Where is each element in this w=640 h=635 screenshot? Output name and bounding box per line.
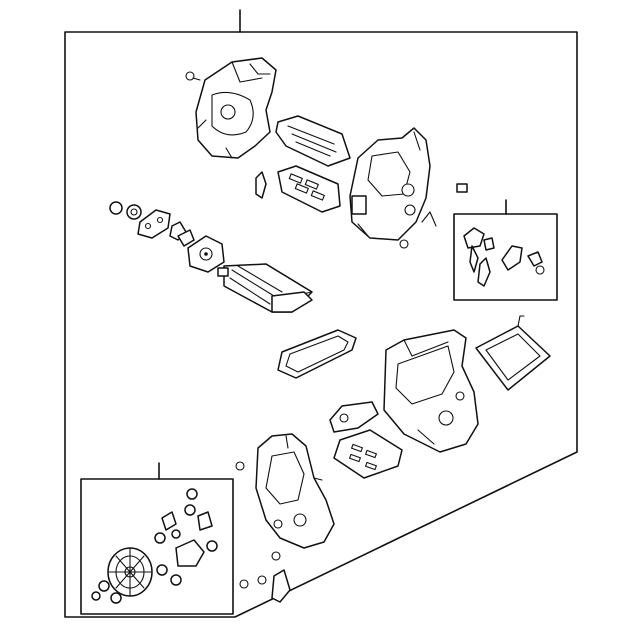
mounting-bracket [137,209,171,239]
sub-kit-lower-left-parts [154,488,218,586]
screw-shaft [192,77,201,81]
screw-icon [91,591,101,601]
connector-clip [177,229,195,247]
motor-flap [329,401,379,433]
filter-cover [475,315,551,391]
retainer-clip [456,183,468,193]
sub-kit-right-box [453,213,558,301]
sub-kit-right-parts [463,227,545,287]
assembly-boundary-frame [64,31,578,618]
small-clip [421,211,437,227]
upper-case-right-half [349,127,431,241]
actuator-motor [187,235,225,273]
blower-fan-wheel [107,547,153,597]
evaporator-core [217,263,313,313]
upper-duct-housing [195,57,277,159]
screw-icon [257,575,267,585]
screw-icon [239,579,249,589]
actuator-link [255,171,267,199]
screw-icon [235,461,245,471]
screw-icon [98,580,110,592]
slotted-door [277,165,341,213]
screw-icon [185,71,195,81]
seal-gasket [277,329,357,379]
screw-icon [271,551,281,561]
middle-vent-plate [333,429,403,479]
sub-kit-lower-left-box [80,478,234,615]
screw-icon [399,239,409,249]
blower-lower-case [383,329,479,453]
grommet-set [109,201,142,220]
screw-icon [110,592,122,604]
heater-lower-case [255,433,335,549]
lever-arm [271,569,291,603]
mode-door-plate [275,115,351,167]
